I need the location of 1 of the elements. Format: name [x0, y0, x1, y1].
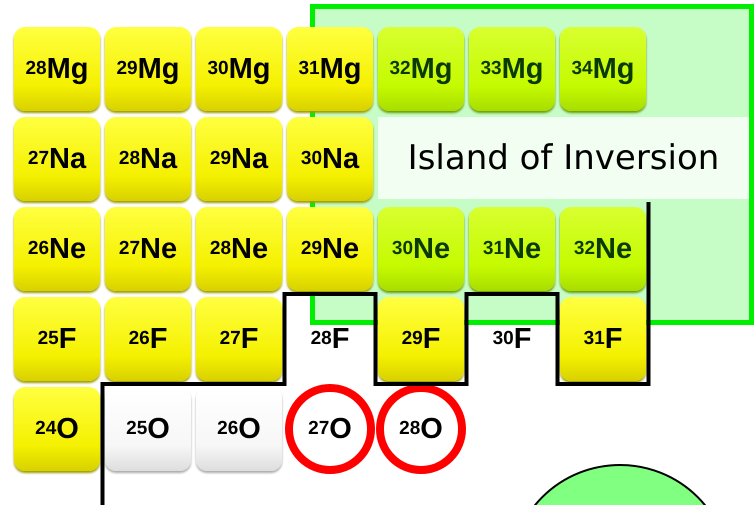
- region-title: Island of Inversion: [378, 117, 749, 199]
